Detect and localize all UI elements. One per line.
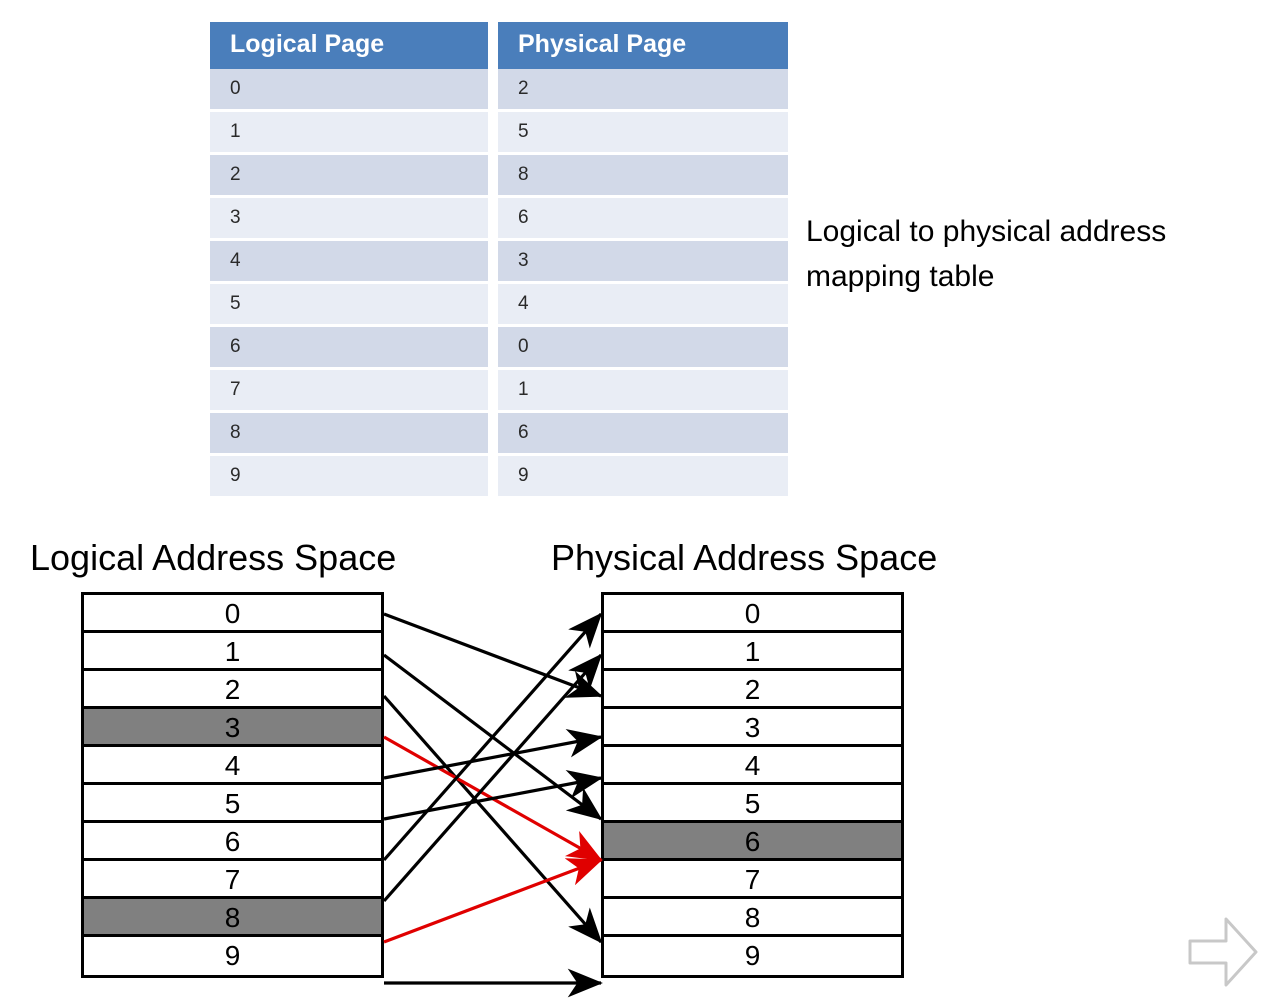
physical-page-cell: 7 xyxy=(604,861,901,899)
logical-page-cell: 0 xyxy=(84,595,381,633)
logical-page-cell: 7 xyxy=(84,861,381,899)
mapping-arrow xyxy=(382,612,603,862)
physical-page-cell: 9 xyxy=(604,937,901,975)
physical-page-cell: 6 xyxy=(604,823,901,861)
cell-physical-page: 4 xyxy=(498,284,788,327)
mapping-arrow xyxy=(382,694,603,944)
cell-physical-page: 0 xyxy=(498,327,788,370)
table-caption: Logical to physical address mapping tabl… xyxy=(806,215,1167,293)
logical-page-cell: 3 xyxy=(84,709,381,747)
logical-page-cell: 1 xyxy=(84,633,381,671)
right-arrow-outline-icon xyxy=(1188,917,1258,987)
physical-page-cell: 4 xyxy=(604,747,901,785)
cell-physical-page: 2 xyxy=(498,69,788,112)
cell-logical-page: 9 xyxy=(210,456,498,499)
logical-page-cell: 9 xyxy=(84,937,381,975)
mapping-arrow xyxy=(382,653,603,903)
cell-logical-page: 1 xyxy=(210,112,498,155)
mapping-arrow xyxy=(383,770,603,821)
cell-physical-page: 5 xyxy=(498,112,788,155)
physical-page-cell: 3 xyxy=(604,709,901,747)
mapping-arrow xyxy=(383,858,603,944)
physical-page-cell: 5 xyxy=(604,785,901,823)
address-space-diagram: Logical Address Space Physical Address S… xyxy=(0,530,1266,999)
logical-address-space-title: Logical Address Space xyxy=(30,537,397,578)
column-header-physical-page: Physical Page xyxy=(498,22,788,69)
cell-physical-page: 9 xyxy=(498,456,788,499)
mapping-arrow xyxy=(383,653,603,821)
cell-logical-page: 4 xyxy=(210,241,498,284)
physical-page-cell: 0 xyxy=(604,595,901,633)
physical-page-cell: 2 xyxy=(604,671,901,709)
mapping-arrow xyxy=(383,729,603,780)
cell-physical-page: 8 xyxy=(498,155,788,198)
physical-page-cell: 1 xyxy=(604,633,901,671)
table-header-row: Logical Page Physical Page xyxy=(210,22,788,69)
cell-physical-page: 1 xyxy=(498,370,788,413)
cell-physical-page: 6 xyxy=(498,198,788,241)
cell-logical-page: 3 xyxy=(210,198,498,241)
cell-logical-page: 6 xyxy=(210,327,498,370)
logical-page-cell: 6 xyxy=(84,823,381,861)
cell-logical-page: 0 xyxy=(210,69,498,112)
logical-page-cell: 2 xyxy=(84,671,381,709)
cell-physical-page: 6 xyxy=(498,413,788,456)
cell-logical-page: 5 xyxy=(210,284,498,327)
physical-address-space-title: Physical Address Space xyxy=(551,537,938,578)
physical-page-cell: 8 xyxy=(604,899,901,937)
column-header-logical-page: Logical Page xyxy=(210,22,498,69)
cell-physical-page: 3 xyxy=(498,241,788,284)
cell-logical-page: 2 xyxy=(210,155,498,198)
logical-page-cell: 4 xyxy=(84,747,381,785)
cell-logical-page: 8 xyxy=(210,413,498,456)
mapping-arrow xyxy=(383,612,603,698)
logical-page-cell: 8 xyxy=(84,899,381,937)
cell-logical-page: 7 xyxy=(210,370,498,413)
logical-page-cell: 5 xyxy=(84,785,381,823)
mapping-arrow xyxy=(383,735,603,862)
